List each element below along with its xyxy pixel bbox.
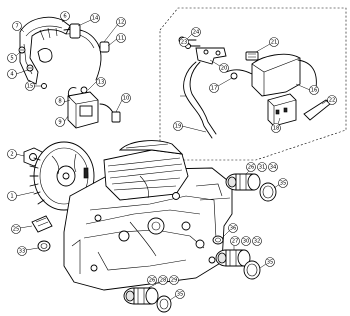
callout-29: 29 [169,275,179,285]
callout-35-upper: 35 [278,178,288,188]
callout-28: 28 [158,275,168,285]
callout-33-label: 33 [19,248,26,254]
callout-26-upper: 26 [246,162,256,172]
callout-25: 25 [11,224,21,234]
callout-7-label: 7 [15,23,18,29]
av-buffer-upper [225,173,261,191]
callout-35-middle: 35 [265,257,275,267]
callout-26-lower: 26 [147,275,157,285]
wire-clip [37,48,53,63]
callout-27-label: 27 [232,238,239,244]
callout-1-label: 1 [10,193,13,199]
av-buffer-lower [123,287,159,305]
callout-11-label: 11 [118,35,125,41]
long-wire [183,61,213,139]
callout-29-label: 29 [171,277,178,283]
callout-2-label: 2 [10,151,13,157]
callout-19-label: 19 [175,123,182,129]
callout-8-label: 8 [58,98,61,104]
callout-31: 31 [257,162,267,172]
callout-9-label: 9 [58,119,61,125]
ignition-module-group [18,16,121,129]
callout-10: 10 [121,93,131,103]
callout-26-lower-label: 26 [149,277,156,283]
callout-22: 22 [327,95,337,105]
callout-35-middle-label: 35 [267,259,274,265]
callout-28-label: 28 [160,277,167,283]
callout-12: 12 [116,17,126,27]
av-buffer-middle [215,249,251,267]
callout-21: 21 [269,37,279,47]
callout-1: 1 [7,191,17,201]
flat-spring [303,99,331,121]
callout-6-label: 6 [63,13,66,19]
callout-30: 30 [241,236,251,246]
callout-13-label: 13 [98,79,105,85]
callout-35-lower-label: 35 [177,291,184,297]
callout-14: 14 [90,13,100,23]
ignition-wire [63,28,102,81]
callout-5-label: 5 [10,55,13,61]
callout-23: 23 [179,37,189,47]
callout-11: 11 [116,33,126,43]
callout-8: 8 [55,96,65,106]
plug-middle [243,260,261,280]
callout-26-upper-label: 26 [248,164,255,170]
callout-12-label: 12 [118,19,125,25]
mounting-bracket [195,47,227,65]
callout-32: 32 [252,236,262,246]
callout-24-label: 24 [193,29,200,35]
ignition-module [67,86,99,129]
callout-33: 33 [17,246,27,256]
callout-4: 4 [7,69,17,79]
callout-22-label: 22 [329,97,336,103]
ignition-coil [251,53,317,127]
callout-7: 7 [12,21,22,31]
callout-17: 17 [209,83,219,93]
callout-2: 2 [7,149,17,159]
callout-20-label: 20 [221,65,228,71]
callout-31-label: 31 [259,164,266,170]
callout-15-label: 15 [27,83,34,89]
callout-30-label: 30 [243,238,250,244]
callout-14-label: 14 [92,15,99,21]
callout-16-label: 16 [311,87,318,93]
callout-27: 27 [230,236,240,246]
plug-lower [156,295,172,313]
filter-plate [31,215,53,233]
engine-housing [63,140,233,291]
callout-17-label: 17 [211,85,218,91]
callout-6: 6 [60,11,70,21]
detail-box-group [159,7,347,161]
callout-35-upper-label: 35 [280,180,287,186]
callout-18-label: 18 [273,125,280,131]
callout-34-label: 34 [270,164,277,170]
callout-23-label: 23 [181,39,188,45]
grommet [37,240,51,252]
callout-21-label: 21 [271,39,278,45]
callout-16: 16 [309,85,319,95]
callout-34: 34 [268,162,278,172]
callout-10-label: 10 [123,95,130,101]
callout-32-label: 32 [254,238,261,244]
callout-4-label: 4 [10,71,14,77]
callout-18: 18 [271,123,281,133]
callout-19: 19 [173,121,183,131]
callout-35-lower: 35 [175,289,185,299]
callout-20: 20 [219,63,229,73]
plug-upper [259,182,277,202]
callout-15: 15 [25,81,35,91]
callout-36-label: 36 [230,225,237,231]
callout-25-label: 25 [13,226,20,232]
callout-13: 13 [96,77,106,87]
callout-36: 36 [228,223,238,233]
callout-24: 24 [191,27,201,37]
callout-5: 5 [7,53,17,63]
spark-plug-boot [69,23,81,39]
av-buffer-group [123,173,277,313]
callout-9: 9 [55,117,65,127]
